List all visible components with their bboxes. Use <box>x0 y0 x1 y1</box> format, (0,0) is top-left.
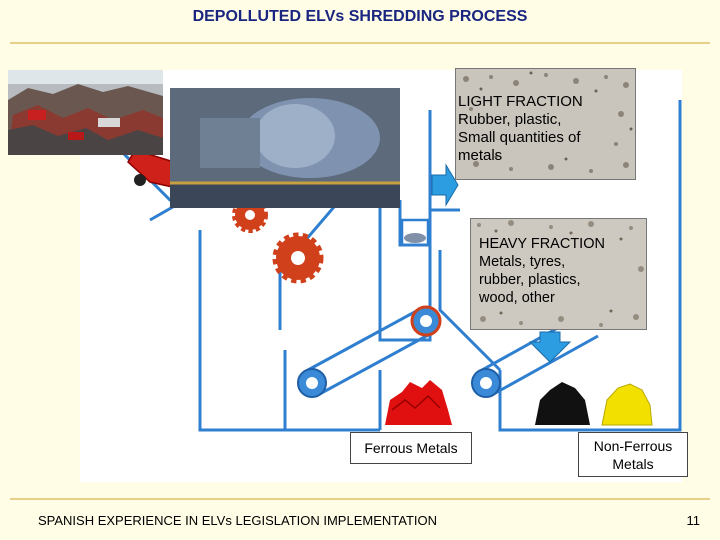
ferrous-belt <box>307 306 431 398</box>
nonferrous-label-line1: Non-Ferrous <box>593 438 673 454</box>
heavy-fraction-line3: wood, other <box>479 290 555 306</box>
gear-icon <box>272 232 324 284</box>
heavy-fraction-heading: HEAVY FRACTION <box>479 236 605 252</box>
heavy-fraction-line2: rubber, plastics, <box>479 272 581 288</box>
nonferrous-metals-label: Non-Ferrous Metals <box>578 432 688 477</box>
heavy-fraction-line1: Metals, tyres, <box>479 254 566 270</box>
heavy-fraction-text: HEAVY FRACTION Metals, tyres, rubber, pl… <box>479 235 605 307</box>
scrap-car-photo <box>8 70 163 155</box>
shredder-photo-svg <box>170 88 400 208</box>
slide-title: DEPOLLUTED ELVs SHREDDING PROCESS <box>192 8 528 25</box>
pulley-icon <box>410 305 442 337</box>
gravel-texture <box>471 219 646 329</box>
shredder-housing <box>198 100 682 432</box>
pulley-icon <box>297 368 327 398</box>
pulley-icon <box>471 368 501 398</box>
light-fraction-hopper <box>400 218 430 247</box>
ferrous-pile <box>385 380 452 425</box>
light-fraction-text: LIGHT FRACTION Rubber, plastic, Small qu… <box>458 93 583 165</box>
nonferrous-pile-dark <box>535 382 590 425</box>
footer-caption: SPANISH EXPERIENCE IN ELVs LEGISLATION I… <box>38 513 437 528</box>
page-number: 11 <box>686 513 701 528</box>
scrap-photo <box>8 70 163 155</box>
light-fraction-line2: Small quantities of <box>458 129 581 146</box>
ferrous-metals-label: Ferrous Metals <box>350 432 472 464</box>
light-fraction-line1: Rubber, plastic, <box>458 111 562 128</box>
flow-arrow-icon <box>528 331 572 363</box>
light-fraction-line3: metals <box>458 147 503 164</box>
heavy-fraction-box: HEAVY FRACTION Metals, tyres, rubber, pl… <box>470 218 647 330</box>
title-divider <box>10 42 710 44</box>
flow-arrow-icon <box>431 163 459 207</box>
shredder-photo <box>170 88 400 208</box>
gravel-texture <box>456 69 635 179</box>
nonferrous-label-line2: Metals <box>612 456 654 472</box>
light-fraction-box: LIGHT FRACTION Rubber, plastic, Small qu… <box>455 68 636 180</box>
footer-divider <box>10 498 710 500</box>
light-fraction-heading: LIGHT FRACTION <box>458 93 583 110</box>
process-diagram-svg <box>80 100 682 432</box>
nonferrous-pile-light <box>601 383 653 426</box>
